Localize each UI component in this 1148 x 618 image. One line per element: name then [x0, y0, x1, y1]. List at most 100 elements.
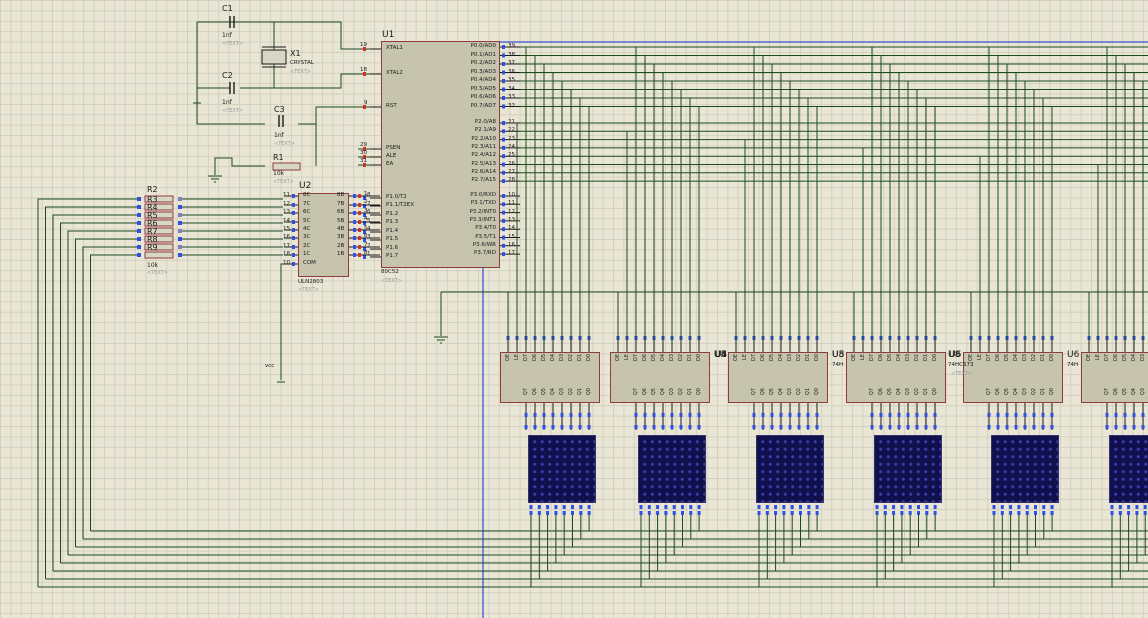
u1-pin-name: P0.7/AD7	[470, 102, 496, 109]
pin-marker	[806, 413, 810, 417]
u1-pin-name: P2.2/A10	[471, 135, 496, 142]
led-matrix[interactable]	[1109, 435, 1148, 503]
pin-marker	[883, 511, 887, 515]
u1-pin-number: 34	[508, 85, 515, 92]
u1-pin-name: RST	[386, 103, 397, 109]
latch-part: 74H	[1067, 362, 1079, 368]
pin-marker	[670, 413, 674, 417]
latch-pin-label: OE	[968, 354, 974, 362]
pin-marker	[551, 413, 555, 417]
latch-pin-label: D6	[642, 354, 648, 362]
pin-marker	[502, 145, 505, 150]
latch-pin-label: Q4	[778, 388, 784, 396]
latch-pin-label: Q2	[914, 388, 920, 396]
u1-pin-name: P1.0/T2	[386, 194, 407, 200]
pin-marker	[546, 505, 550, 509]
latch-pin-label: Q0	[932, 388, 938, 396]
latch-chip[interactable]	[846, 352, 946, 403]
u1-pin-number: 30	[360, 150, 367, 156]
wire-r2-row	[82, 246, 137, 539]
pin-marker	[1032, 425, 1036, 429]
pin-marker	[1025, 511, 1029, 515]
pin-marker	[562, 511, 566, 515]
pin-marker	[1005, 413, 1009, 417]
led-matrix[interactable]	[874, 435, 942, 503]
u1-pin-name: P1.6	[386, 245, 399, 251]
r2-tap-label: R7	[147, 227, 158, 236]
pin-marker	[672, 511, 676, 515]
u1-chip[interactable]	[381, 41, 500, 268]
pin-marker	[1017, 505, 1021, 509]
latch-pin-label: Q6	[532, 388, 538, 396]
latch-pin-label: Q7	[986, 388, 992, 396]
latch-chip[interactable]	[728, 352, 828, 403]
pin-marker	[661, 413, 665, 417]
latch-pin-label: Q2	[796, 388, 802, 396]
pin-marker	[925, 511, 929, 515]
pin-marker	[502, 53, 505, 58]
latch-pin-label: OE	[615, 354, 621, 362]
pin-marker	[788, 425, 792, 429]
pin-marker	[292, 245, 295, 249]
wire-c2-xtal2	[240, 73, 370, 89]
u2-pin-number: 2	[367, 243, 371, 249]
pin-marker	[1114, 425, 1118, 429]
latch-pin-label: D0	[696, 354, 702, 362]
pin-marker	[1143, 505, 1147, 509]
u1-pin-name: P1.1/T2EX	[386, 202, 415, 208]
latch-chip[interactable]	[963, 352, 1063, 403]
u1-pin-name: P0.6/AD6	[470, 94, 496, 100]
u2-pin-name: 7B	[337, 201, 345, 207]
pin-marker	[1118, 511, 1122, 515]
led-matrix[interactable]	[756, 435, 824, 503]
pin-marker	[358, 194, 361, 198]
pin-marker	[579, 511, 583, 515]
u1-pin-name: P1.5	[386, 236, 399, 242]
pin-marker	[681, 505, 684, 509]
r2-element	[144, 235, 174, 243]
pin-marker	[551, 425, 555, 429]
pin-marker	[353, 203, 356, 207]
c1-text: <TEXT>	[222, 41, 243, 47]
u2-pin-name: 7C	[303, 201, 311, 207]
u1-pin-number: 5	[364, 225, 368, 231]
pin-marker	[178, 197, 182, 201]
pin-marker	[587, 511, 591, 515]
pin-marker	[987, 425, 991, 429]
pin-marker	[924, 413, 928, 417]
latch-chip[interactable]	[610, 352, 710, 403]
latch-chip[interactable]	[500, 352, 600, 403]
pin-marker	[1123, 425, 1127, 429]
pin-marker	[1009, 511, 1013, 515]
led-matrix[interactable]	[991, 435, 1059, 503]
pin-marker	[752, 425, 756, 429]
u2-pin-name: 8C	[303, 192, 311, 198]
pin-marker	[875, 505, 879, 509]
u1-pin-number: 21	[508, 119, 515, 125]
pin-marker	[363, 255, 366, 259]
u1-pin-number: 27	[508, 168, 515, 175]
pin-marker	[1025, 505, 1029, 509]
wire-r2-row	[67, 230, 137, 555]
pin-marker	[358, 236, 361, 240]
u2-part: ULN2803	[298, 279, 324, 285]
u1-pin-name: P2.4/A12	[471, 152, 496, 159]
pin-marker	[1042, 505, 1046, 509]
led-matrix[interactable]	[638, 435, 706, 503]
pin-marker	[933, 505, 937, 509]
pin-marker	[879, 413, 883, 417]
u1-pin-number: 13	[508, 216, 515, 223]
pin-marker	[533, 425, 537, 429]
pin-marker	[933, 413, 937, 417]
u1-pin-name: P0.2/AD2	[470, 60, 496, 66]
latch-chip[interactable]	[1081, 352, 1148, 403]
pin-marker	[358, 253, 361, 257]
u2-pin-number: 4	[367, 226, 371, 232]
u1-pin-number: 17	[508, 250, 515, 257]
pin-marker	[578, 413, 582, 417]
u2-chip[interactable]	[298, 193, 349, 277]
led-matrix[interactable]	[528, 435, 596, 503]
pin-marker	[799, 505, 802, 509]
latch-pin-label: Q4	[896, 388, 902, 396]
